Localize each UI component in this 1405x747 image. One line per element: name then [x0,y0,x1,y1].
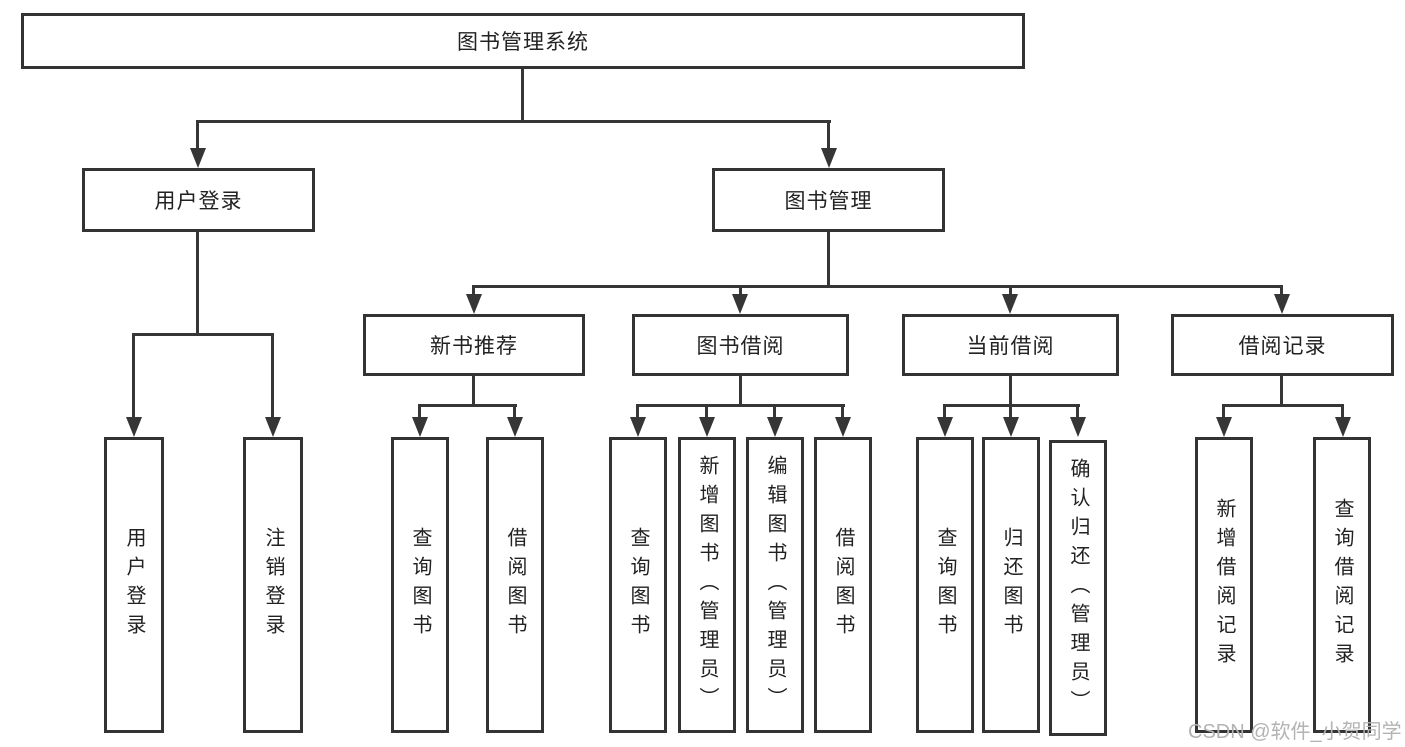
arrow-down-icon [835,417,851,437]
leaf-label: 归还图书 [1000,527,1022,643]
leaf-recommend-query-books: 查询图书 [391,437,449,733]
arrow-down-icon [767,417,783,437]
leaf-add-books-admin: 新增图书（管理员） [678,437,736,733]
leaf-label: 确认归还（管理员） [1067,457,1089,719]
connector [472,285,1283,288]
connector [472,285,475,298]
node-book-management: 图书管理 [712,168,945,232]
arrow-down-icon [265,417,281,437]
connector [513,404,516,420]
leaf-label: 注销登录 [262,527,284,643]
leaf-recommend-borrow-books: 借阅图书 [486,437,544,733]
node-label: 图书管理 [784,190,873,213]
connector [827,232,830,288]
connector [418,404,421,420]
arrow-down-icon [630,417,646,437]
connector [1280,285,1283,298]
leaf-query-borrow-record: 查询借阅记录 [1313,437,1371,733]
leaf-logout: 注销登录 [243,437,303,733]
node-book-borrowing: 图书借阅 [632,314,849,376]
arrow-down-icon [1003,417,1019,437]
leaf-borrowing-query-books: 查询图书 [609,437,667,733]
arrow-down-icon [1274,294,1290,314]
connector [132,333,135,421]
leaf-label: 新增借阅记录 [1213,498,1235,672]
leaf-current-query-books: 查询图书 [916,437,974,733]
leaf-label: 借阅图书 [832,527,854,643]
connector [271,333,274,421]
connector [1076,404,1079,420]
arrow-down-icon [1070,417,1086,437]
leaf-label: 编辑图书（管理员） [764,454,786,716]
arrow-down-icon [937,417,953,437]
connector [773,404,776,420]
leaf-label: 新增图书（管理员） [696,454,718,716]
connector [1009,404,1012,420]
arrow-down-icon [1216,417,1232,437]
connector [1341,404,1344,420]
connector [418,404,517,407]
arrow-down-icon [412,417,428,437]
arrow-down-icon [1335,417,1351,437]
connector [196,232,199,336]
connector [1009,375,1012,406]
connector [739,375,742,406]
node-label: 当前借阅 [966,335,1055,358]
node-label: 图书管理系统 [457,31,589,54]
node-borrowing-records: 借阅记录 [1171,314,1394,376]
connector [636,404,845,407]
leaf-label: 用户登录 [123,527,145,643]
leaf-label: 查询图书 [409,527,431,643]
arrow-down-icon [466,294,482,314]
arrow-down-icon [699,417,715,437]
connector [1009,285,1012,298]
connector [739,285,742,298]
connector [943,404,946,420]
node-label: 借阅记录 [1238,335,1327,358]
leaf-label: 借阅图书 [504,527,526,643]
connector [1280,375,1283,406]
leaf-label: 查询借阅记录 [1331,498,1353,672]
arrow-down-icon [507,417,523,437]
node-library-system: 图书管理系统 [21,13,1025,69]
arrow-down-icon [1002,294,1018,314]
node-label: 新书推荐 [430,335,518,358]
connector [132,333,274,336]
leaf-add-borrow-record: 新增借阅记录 [1195,437,1253,733]
connector [196,120,199,152]
connector [636,404,639,420]
node-user-login: 用户登录 [82,168,315,232]
leaf-label: 查询图书 [934,527,956,643]
node-current-borrowing: 当前借阅 [902,314,1119,376]
node-label: 图书借阅 [696,335,785,358]
connector [705,404,708,420]
connector [472,375,475,406]
leaf-label: 查询图书 [627,527,649,643]
arrow-down-icon [732,294,748,314]
leaf-return-books: 归还图书 [982,437,1040,733]
arrow-down-icon [126,417,142,437]
connector [1222,404,1344,407]
connector [196,120,831,123]
connector [827,120,830,152]
node-new-book-recommend: 新书推荐 [363,314,585,376]
leaf-borrowing-borrow-books: 借阅图书 [814,437,872,733]
watermark: CSDN @软件_小贺同学 [1188,721,1402,743]
connector [1222,404,1225,420]
connector [841,404,844,420]
arrow-down-icon [821,148,837,168]
leaf-confirm-return-admin: 确认归还（管理员） [1049,440,1107,736]
leaf-edit-books-admin: 编辑图书（管理员） [746,437,804,733]
node-label: 用户登录 [154,190,243,213]
connector [521,69,524,122]
arrow-down-icon [190,148,206,168]
leaf-user-login: 用户登录 [104,437,164,733]
